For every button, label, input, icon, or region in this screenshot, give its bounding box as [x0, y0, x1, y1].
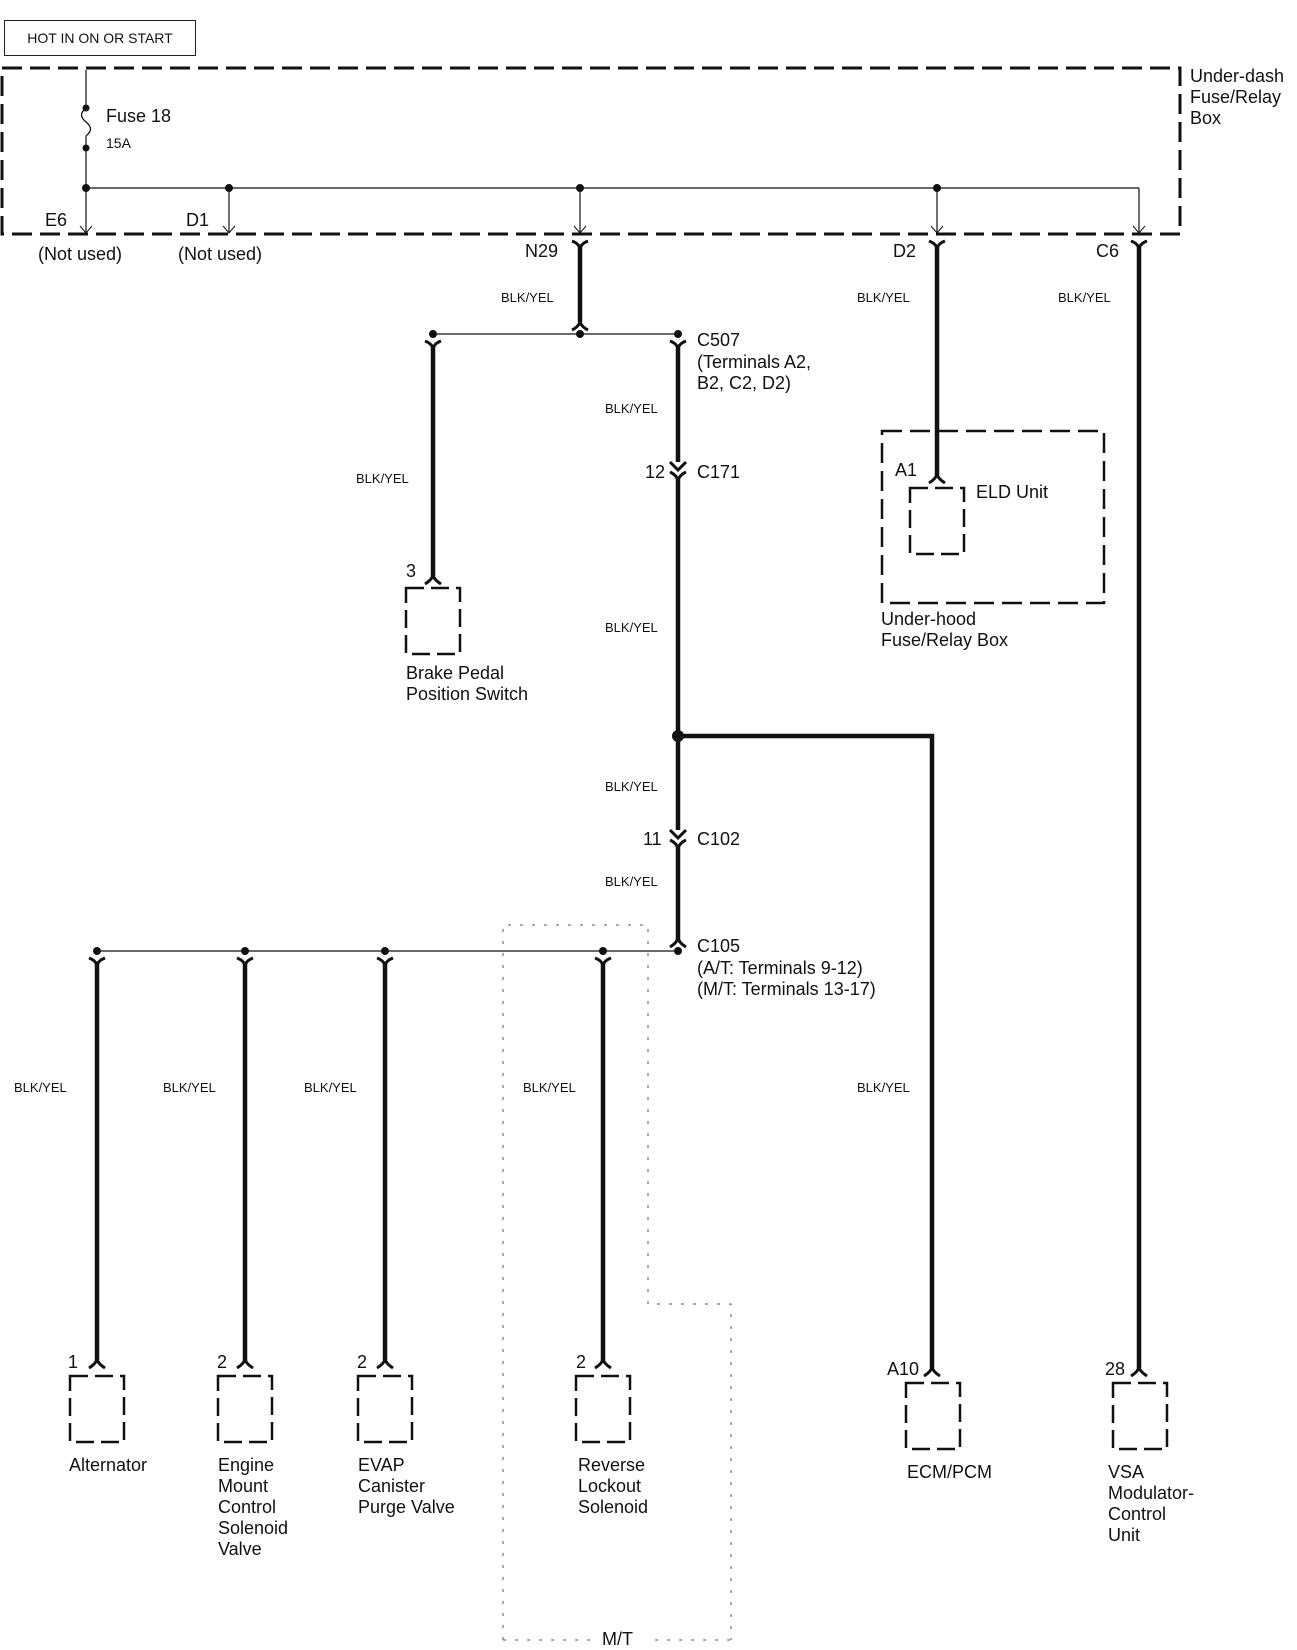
connector-c507-detail: (Terminals A2, B2, C2, D2) — [697, 352, 812, 393]
ecm-pcm-box — [904, 1381, 962, 1451]
connector-c105-label: C105 — [697, 936, 741, 956]
splice-dot — [576, 330, 584, 338]
fuse-rating: 15A — [106, 135, 131, 151]
terminal-e6: E6 — [45, 210, 68, 230]
wire-ecm — [683, 733, 935, 1368]
brake-switch-pin: 3 — [406, 561, 417, 581]
brake-switch-label: Brake Pedal Position Switch — [406, 663, 529, 704]
terminal-n29: N29 — [525, 241, 559, 261]
wire-color-label: BLK/YEL — [163, 1080, 216, 1095]
terminal-arrow-d1 — [222, 225, 236, 234]
under-hood-fuse-box-outline — [880, 429, 1106, 605]
ecm-label: ECM/PCM — [907, 1462, 992, 1482]
branch-alternator — [68, 956, 126, 1444]
wire-color-label: BLK/YEL — [14, 1080, 67, 1095]
connector-male-c507-in — [571, 319, 589, 332]
connector-c105-detail: (A/T: Terminals 9-12) (M/T: Terminals 13… — [697, 958, 876, 999]
evap-label: EVAP Canister Purge Valve — [358, 1455, 455, 1517]
engine-mount-label: Engine Mount Control Solenoid Valve — [218, 1455, 289, 1559]
splice-dot — [241, 947, 249, 955]
power-condition-label: HOT IN ON OR START — [4, 20, 196, 56]
connector-c102-pin: 11 — [643, 829, 662, 849]
branch-engine-mount — [216, 956, 274, 1444]
connector-c171-label: C171 — [697, 462, 741, 482]
terminal-arrow-d2 — [930, 225, 944, 234]
splice-dot — [674, 947, 682, 955]
ecm-pin: A10 — [887, 1359, 920, 1379]
main-splice — [672, 730, 684, 742]
wire-color-label: BLK/YEL — [523, 1080, 576, 1095]
wire-color-label: BLK/YEL — [857, 1080, 910, 1095]
terminal-arrow-n29 — [573, 225, 587, 234]
brake-pedal-switch-box — [404, 586, 462, 656]
evap-pin: 2 — [357, 1352, 368, 1372]
under-dash-fuse-box-label: Under-dash Fuse/Relay Box — [1190, 66, 1285, 128]
connector-male-c105 — [669, 936, 687, 949]
wire-color-label: BLK/YEL — [605, 401, 658, 416]
eld-pin: A1 — [895, 460, 918, 480]
wire-color-label: BLK/YEL — [605, 620, 658, 635]
engine-mount-pin: 2 — [217, 1352, 228, 1372]
terminal-d1-note: (Not used) — [178, 244, 263, 264]
splice-dot — [599, 947, 607, 955]
terminal-d1: D1 — [186, 210, 210, 230]
wire-color-label: BLK/YEL — [304, 1080, 357, 1095]
terminal-c6: C6 — [1096, 241, 1120, 261]
wire-color-label: BLK/YEL — [501, 290, 554, 305]
wire-color-label: BLK/YEL — [356, 471, 409, 486]
connector-c102-label: C102 — [697, 829, 741, 849]
branch-reverse-lockout — [574, 956, 632, 1444]
vsa-unit-box — [1111, 1381, 1169, 1451]
eld-unit-box — [908, 486, 966, 556]
splice-dot — [93, 947, 101, 955]
eld-unit-label: ELD Unit — [976, 482, 1049, 502]
under-dash-fuse-box-outline — [0, 66, 1182, 236]
mt-option-label: M/T — [602, 1629, 633, 1649]
vsa-pin: 28 — [1105, 1359, 1126, 1379]
terminal-d2: D2 — [893, 241, 917, 261]
splice-dot — [674, 330, 682, 338]
terminal-e6-note: (Not used) — [38, 244, 123, 264]
splice-dot — [82, 184, 90, 192]
terminal-arrow-c6 — [1132, 225, 1146, 234]
alternator-label: Alternator — [69, 1455, 148, 1475]
branch-evap — [356, 956, 414, 1444]
wire-color-label: BLK/YEL — [1058, 290, 1111, 305]
wire-color-label: BLK/YEL — [857, 290, 910, 305]
fuse-icon — [80, 107, 92, 137]
connector-male-vsa — [1130, 1365, 1148, 1378]
connector-male-ecm — [923, 1365, 941, 1378]
fuse-name: Fuse 18 — [106, 106, 172, 126]
under-hood-fuse-box-label: Under-hood Fuse/Relay Box — [881, 609, 1009, 650]
terminal-arrow-e6 — [79, 225, 93, 234]
connector-c507-label: C507 — [697, 330, 741, 350]
alternator-pin: 1 — [68, 1352, 79, 1372]
reverse-lockout-pin: 2 — [576, 1352, 587, 1372]
mt-option-region-outline — [502, 924, 732, 1640]
splice-dot — [429, 330, 437, 338]
splice-dot — [381, 947, 389, 955]
connector-male-brake — [424, 573, 442, 586]
connector-male-eld — [928, 472, 946, 485]
wire-color-label: BLK/YEL — [605, 874, 658, 889]
wire-color-label: BLK/YEL — [605, 779, 658, 794]
reverse-lockout-label: Reverse Lockout Solenoid — [578, 1455, 649, 1517]
vsa-label: VSA Modulator- Control Unit — [1108, 1462, 1195, 1545]
connector-c171-pin: 12 — [645, 462, 666, 482]
